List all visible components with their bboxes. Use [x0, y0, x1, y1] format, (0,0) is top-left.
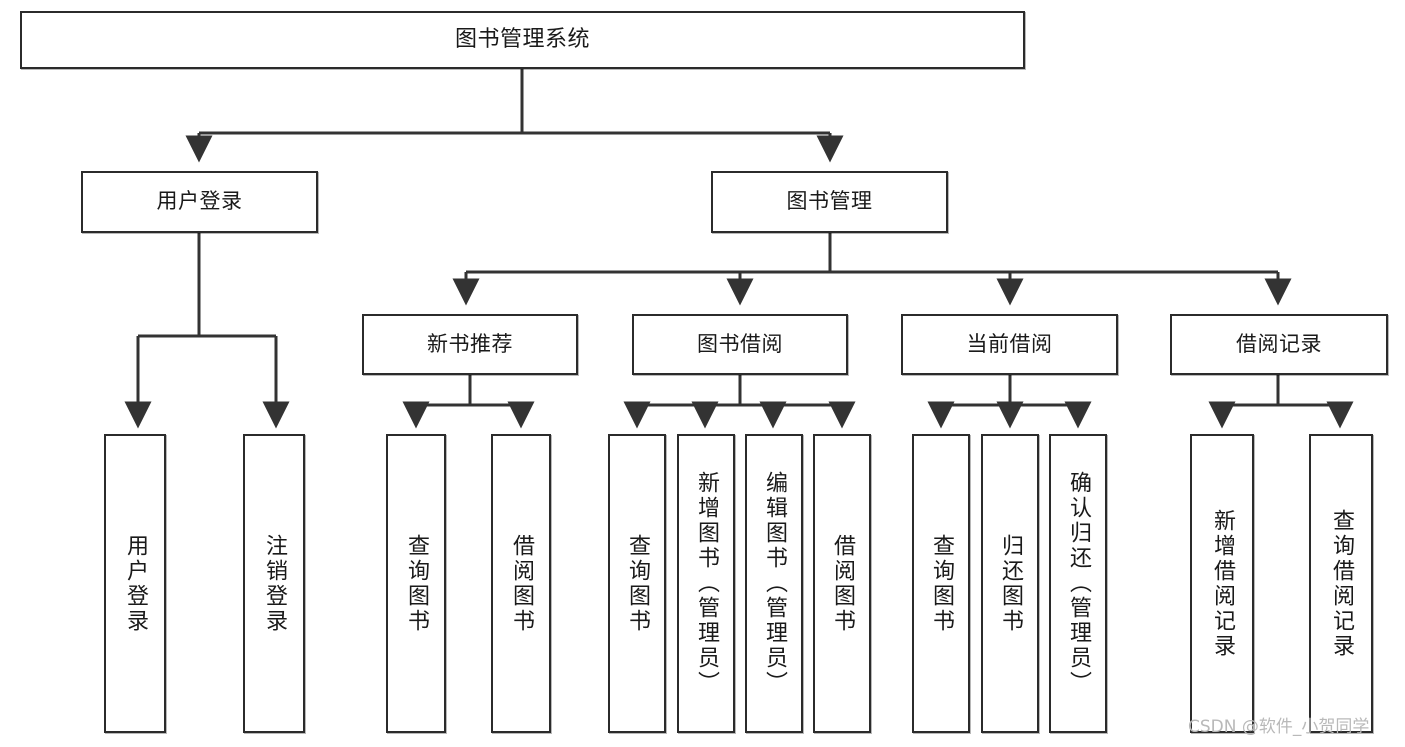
node-label: 借阅记录 — [1236, 331, 1322, 356]
csdn-watermark: CSDN @软件_小贺同学 — [1188, 717, 1370, 737]
node-label: 用户登录 — [156, 189, 243, 214]
leaf-logout[interactable]: 注销登录 — [243, 434, 305, 733]
node-label: 查询借阅记录 — [1329, 508, 1354, 659]
node-label: 确认归还（管理员） — [1066, 471, 1091, 696]
node-book-borrowing[interactable]: 图书借阅 — [632, 314, 848, 375]
leaf-query-books-current[interactable]: 查询图书 — [912, 434, 970, 733]
node-label: 当前借阅 — [966, 331, 1053, 356]
node-current-borrowing[interactable]: 当前借阅 — [901, 314, 1118, 375]
node-book-management[interactable]: 图书管理 — [711, 171, 948, 233]
node-label: 图书借阅 — [697, 331, 783, 356]
node-label: 图书管理 — [786, 189, 873, 214]
leaf-add-book-admin[interactable]: 新增图书（管理员） — [677, 434, 735, 733]
leaf-query-books-rec[interactable]: 查询图书 — [386, 434, 446, 733]
node-label: 新增图书（管理员） — [694, 471, 719, 696]
leaf-add-borrow-record[interactable]: 新增借阅记录 — [1190, 434, 1254, 733]
leaf-confirm-return-admin[interactable]: 确认归还（管理员） — [1049, 434, 1107, 733]
node-label: 图书管理系统 — [454, 26, 590, 52]
node-borrowing-record[interactable]: 借阅记录 — [1170, 314, 1388, 375]
leaf-query-borrow-record[interactable]: 查询借阅记录 — [1309, 434, 1373, 733]
node-label: 注销登录 — [262, 533, 287, 634]
node-label: 借阅图书 — [509, 533, 534, 634]
node-label: 查询图书 — [404, 533, 429, 634]
node-label: 归还图书 — [998, 533, 1023, 634]
node-root-system[interactable]: 图书管理系统 — [20, 11, 1025, 69]
node-user-login[interactable]: 用户登录 — [81, 171, 318, 233]
leaf-borrow-books[interactable]: 借阅图书 — [813, 434, 871, 733]
node-label: 查询图书 — [929, 533, 954, 634]
leaf-query-books-borrow[interactable]: 查询图书 — [608, 434, 666, 733]
node-label: 借阅图书 — [830, 533, 855, 634]
node-label: 用户登录 — [123, 533, 148, 634]
node-label: 编辑图书（管理员） — [762, 471, 787, 696]
node-new-book-recommendation[interactable]: 新书推荐 — [362, 314, 578, 375]
leaf-borrow-books-rec[interactable]: 借阅图书 — [491, 434, 551, 733]
leaf-edit-book-admin[interactable]: 编辑图书（管理员） — [745, 434, 803, 733]
node-label: 新书推荐 — [427, 331, 513, 356]
node-label: 新增借阅记录 — [1210, 508, 1235, 659]
leaf-return-books[interactable]: 归还图书 — [981, 434, 1039, 733]
node-label: 查询图书 — [625, 533, 650, 634]
leaf-user-login[interactable]: 用户登录 — [104, 434, 166, 733]
